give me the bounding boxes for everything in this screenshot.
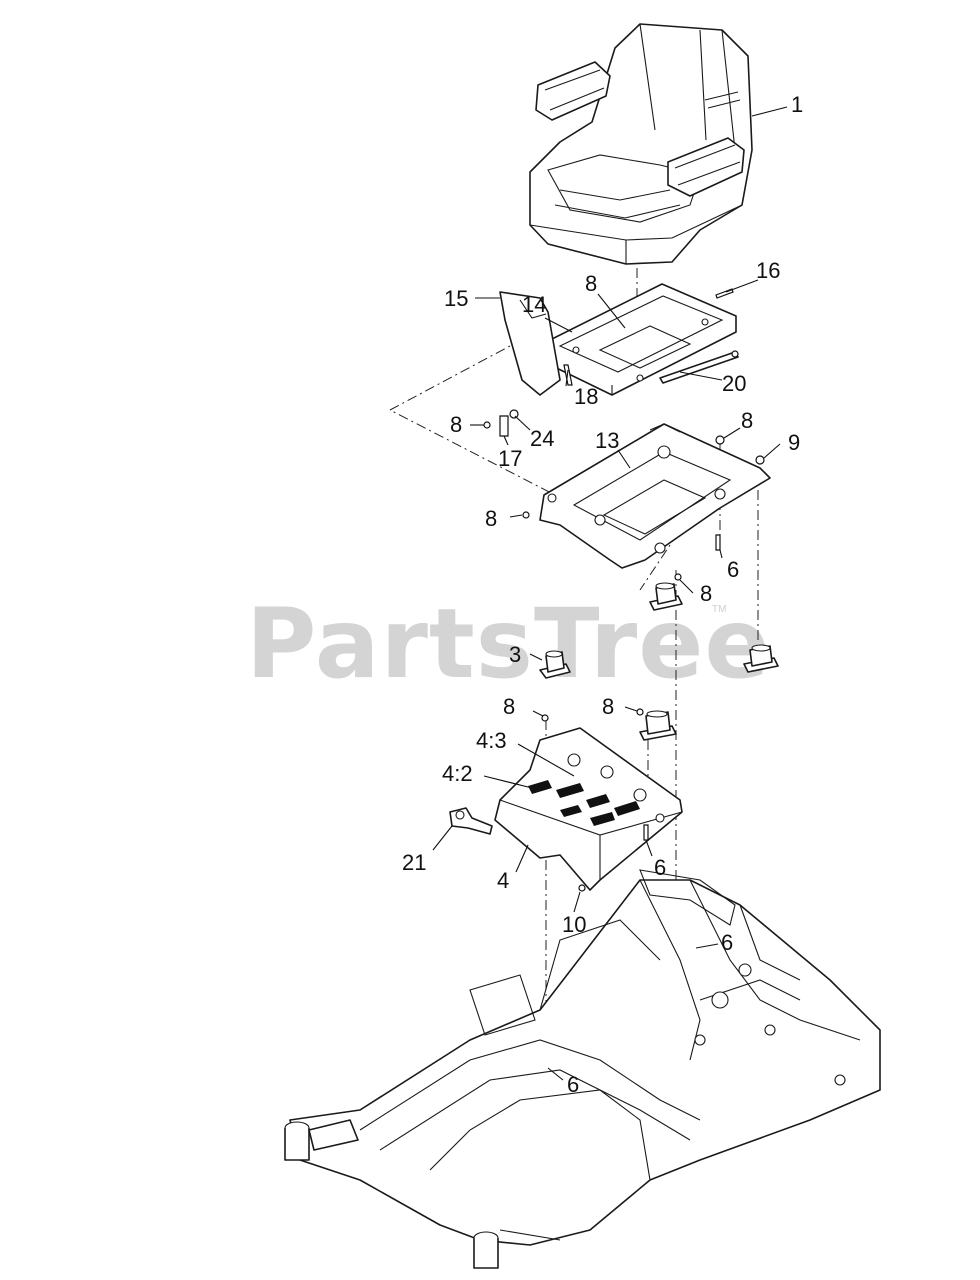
callout-6: 6 [727,557,739,582]
nut-9 [755,455,765,465]
callout-6: 6 [567,1072,579,1097]
callout-18: 18 [574,384,598,409]
isolator-upper-center [649,582,683,611]
callout-6: 6 [654,855,666,880]
warning-decals [528,780,640,826]
callout-14: 14 [522,292,546,317]
callout-21: 21 [402,850,426,875]
callout-16: 16 [756,258,780,283]
callout-8: 8 [503,694,515,719]
callout-15: 15 [444,286,468,311]
callout-8: 8 [450,412,462,437]
seat-pan-support [494,727,683,891]
mower-frame [284,869,881,1269]
callout-8: 8 [485,506,497,531]
seat [529,23,753,265]
partstree-watermark: PartsTree TM [246,588,770,700]
callout-17: 17 [498,446,522,471]
callout-4-3: 4:3 [476,728,507,753]
leader-lines [432,106,788,1081]
seat-base-plate [539,423,771,569]
holder-21 [449,807,493,835]
callout-8: 8 [602,694,614,719]
callout-6: 6 [721,930,733,955]
callout-4: 4 [497,868,509,893]
callout-24: 24 [530,426,554,451]
isolator-right [743,644,779,673]
base-plate-hardware [522,435,725,551]
watermark-trademark: TM [712,604,726,615]
watermark-text: PartsTree [246,588,770,700]
callout-8: 8 [700,581,712,606]
callout-3: 3 [509,642,521,667]
isolator-mounts [539,573,779,741]
callout-8: 8 [585,271,597,296]
callout-9: 9 [788,430,800,455]
callout-4-2: 4:2 [442,761,473,786]
bracket-hardware [483,409,519,437]
isolator-3 [539,650,571,679]
callout-10: 10 [562,912,586,937]
callout-8: 8 [741,408,753,433]
isolator-lower [639,710,677,741]
callout-13: 13 [595,428,619,453]
callout-labels: 1 16 8 14 15 18 20 8 24 17 13 8 9 8 6 8 … [402,92,803,1097]
callout-20: 20 [722,371,746,396]
seat-bracket [499,291,561,396]
callout-1: 1 [791,92,803,117]
slide-rod [659,350,739,384]
support-hardware [578,824,649,892]
